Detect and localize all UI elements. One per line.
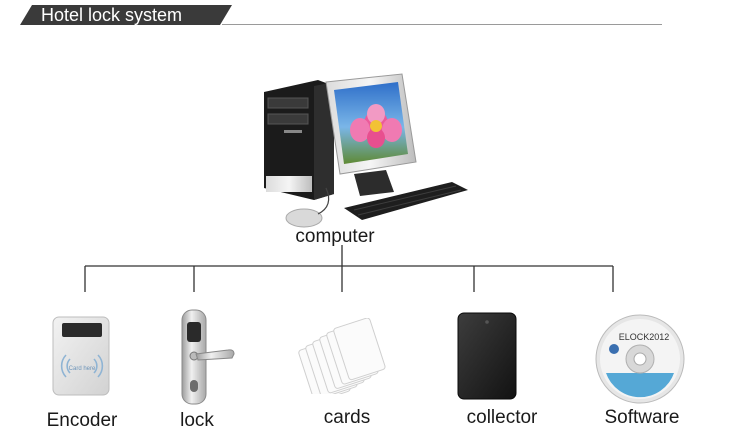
title-tab [20, 5, 232, 25]
page-title: Hotel lock system [41, 5, 183, 25]
key-cards-icon [298, 318, 386, 394]
device-label-cards: cards [323, 407, 371, 428]
device-label-collector: collector [466, 407, 538, 428]
computer-icon [264, 73, 468, 228]
device-label-lock: lock [180, 410, 214, 431]
door-lock-icon [181, 309, 235, 405]
software-cd-icon: ELOCK2012 [595, 314, 685, 404]
data-collector-icon [457, 312, 517, 400]
computer-label: computer [295, 226, 375, 247]
encoder-window-text: Card here [69, 366, 96, 372]
title-rule [222, 24, 662, 25]
device-label-encoder: Encoder [46, 410, 118, 431]
software-disc-text: ELOCK2012 [619, 332, 670, 342]
device-label-software: Software [604, 407, 680, 428]
card-encoder-icon: Card here [52, 316, 110, 396]
